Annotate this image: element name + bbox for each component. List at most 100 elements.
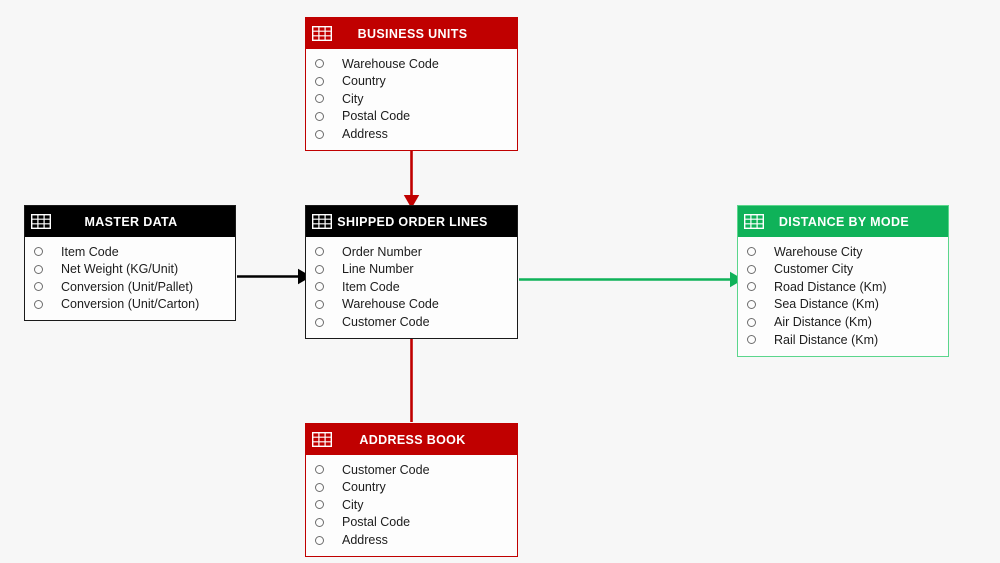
entity-title-distance-by-mode: DISTANCE BY MODE (778, 214, 910, 229)
field-row: Country (306, 73, 517, 91)
field-bullet-icon (34, 247, 43, 257)
field-label: Order Number (342, 244, 422, 259)
field-bullet-icon (315, 317, 324, 327)
field-label: Warehouse City (774, 244, 863, 259)
field-label: Postal Code (342, 109, 411, 124)
table-grid-icon (744, 214, 764, 229)
table-grid-icon (312, 26, 332, 41)
field-label: City (342, 91, 364, 106)
field-bullet-icon (315, 500, 324, 510)
entity-fields-master-data: Item Code Net Weight (KG/Unit) Conversio… (25, 237, 235, 321)
entity-master-data[interactable]: MASTER DATA Item Code Net Weight (KG/Uni… (24, 205, 236, 322)
field-label: Address (342, 126, 388, 141)
field-row: Address (306, 125, 517, 143)
field-row: Warehouse Code (306, 55, 517, 73)
field-bullet-icon (747, 282, 756, 292)
field-bullet-icon (315, 518, 324, 528)
field-bullet-icon (315, 112, 324, 122)
field-row: Rail Distance (Km) (738, 331, 948, 349)
field-label: Country (342, 74, 386, 89)
field-bullet-icon (315, 535, 324, 545)
entity-header-master-data: MASTER DATA (25, 206, 235, 237)
field-row: Address (306, 531, 517, 549)
field-label: Air Distance (Km) (774, 314, 872, 329)
field-row: Air Distance (Km) (738, 313, 948, 331)
entity-title-master-data: MASTER DATA (84, 214, 178, 229)
field-row: Postal Code (306, 108, 517, 126)
entity-shipped-order-lines[interactable]: SHIPPED ORDER LINES Order Number Line Nu… (305, 205, 518, 339)
field-label: Item Code (342, 279, 400, 294)
table-grid-icon (31, 214, 51, 229)
field-label: Customer City (774, 262, 854, 277)
field-bullet-icon (34, 264, 43, 274)
field-bullet-icon (315, 247, 324, 257)
field-label: Net Weight (KG/Unit) (61, 262, 179, 277)
field-row: Country (306, 479, 517, 497)
field-row: Sea Distance (Km) (738, 296, 948, 314)
field-label: Customer Code (342, 462, 430, 477)
field-bullet-icon (747, 264, 756, 274)
field-bullet-icon (315, 282, 324, 292)
entity-title-shipped-order-lines: SHIPPED ORDER LINES (337, 214, 488, 229)
table-grid-icon (312, 214, 332, 229)
field-label: Conversion (Unit/Pallet) (61, 279, 193, 294)
field-label: Postal Code (342, 515, 411, 530)
field-row: Item Code (306, 278, 517, 296)
field-bullet-icon (315, 482, 324, 492)
entity-business-units[interactable]: BUSINESS UNITS Warehouse Code Country Ci… (305, 17, 518, 151)
field-row: Postal Code (306, 514, 517, 532)
field-bullet-icon (315, 59, 324, 69)
field-row: City (306, 496, 517, 514)
field-row: Net Weight (KG/Unit) (25, 261, 235, 279)
field-row: Order Number (306, 243, 517, 261)
field-label: Line Number (342, 262, 414, 277)
field-label: Country (342, 480, 386, 495)
field-row: Customer Code (306, 461, 517, 479)
field-bullet-icon (747, 247, 756, 257)
field-row: Road Distance (Km) (738, 278, 948, 296)
field-label: Conversion (Unit/Carton) (61, 297, 200, 312)
field-bullet-icon (747, 300, 756, 310)
entity-header-business-units: BUSINESS UNITS (306, 18, 517, 49)
field-label: Customer Code (342, 314, 430, 329)
field-label: Address (342, 532, 388, 547)
field-row: Conversion (Unit/Pallet) (25, 278, 235, 296)
entity-distance-by-mode[interactable]: DISTANCE BY MODE Warehouse City Customer… (737, 205, 949, 357)
entity-header-distance-by-mode: DISTANCE BY MODE (738, 206, 948, 237)
field-row: Customer City (738, 261, 948, 279)
field-label: Sea Distance (Km) (774, 297, 879, 312)
field-row: Customer Code (306, 313, 517, 331)
field-row: Line Number (306, 261, 517, 279)
field-bullet-icon (34, 300, 43, 310)
field-bullet-icon (34, 282, 43, 292)
field-bullet-icon (315, 300, 324, 310)
field-label: Item Code (61, 244, 119, 259)
field-bullet-icon (747, 335, 756, 345)
table-grid-icon (312, 432, 332, 447)
field-bullet-icon (315, 264, 324, 274)
field-label: Road Distance (Km) (774, 279, 887, 294)
field-bullet-icon (315, 76, 324, 86)
entity-address-book[interactable]: ADDRESS BOOK Customer Code Country City … (305, 423, 518, 557)
field-row: Conversion (Unit/Carton) (25, 296, 235, 314)
entity-title-business-units: BUSINESS UNITS (357, 26, 468, 41)
field-row: Item Code (25, 243, 235, 261)
field-row: Warehouse City (738, 243, 948, 261)
entity-header-shipped-order-lines: SHIPPED ORDER LINES (306, 206, 517, 237)
field-label: City (342, 497, 364, 512)
field-bullet-icon (315, 94, 324, 104)
entity-fields-shipped-order-lines: Order Number Line Number Item Code Wareh… (306, 237, 517, 338)
entity-fields-business-units: Warehouse Code Country City Postal Code … (306, 49, 517, 150)
field-label: Rail Distance (Km) (774, 332, 879, 347)
field-bullet-icon (315, 129, 324, 139)
entity-header-address-book: ADDRESS BOOK (306, 424, 517, 455)
field-label: Warehouse Code (342, 56, 439, 71)
field-bullet-icon (747, 317, 756, 327)
field-row: City (306, 90, 517, 108)
entity-title-address-book: ADDRESS BOOK (359, 432, 466, 447)
field-row: Warehouse Code (306, 296, 517, 314)
entity-fields-address-book: Customer Code Country City Postal Code A… (306, 455, 517, 556)
field-bullet-icon (315, 465, 324, 475)
field-label: Warehouse Code (342, 297, 439, 312)
